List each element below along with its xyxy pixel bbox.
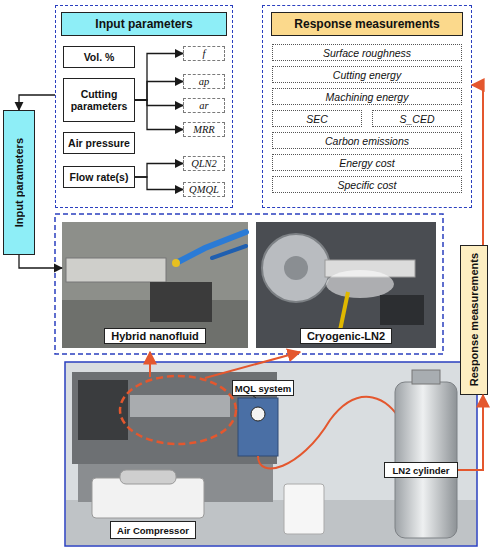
box-label: Response measurements	[468, 253, 480, 386]
box-label: Vol. %	[84, 51, 115, 63]
group-heading: Response measurements	[271, 12, 463, 36]
box-label: MQL system	[235, 383, 291, 394]
zone-arrow	[149, 352, 151, 377]
parameter-box: Vol. %	[63, 46, 135, 68]
connector-arrow	[19, 95, 55, 110]
box-label: Energy cost	[339, 157, 394, 169]
box-label: LN2 cylinder	[392, 465, 449, 476]
photo-panel: Cryogenic-LN2	[256, 222, 436, 348]
bucket	[284, 484, 324, 534]
response-box: Machining energy	[272, 88, 462, 105]
mql-nozzle	[178, 232, 246, 262]
box-label: QMQL	[189, 184, 219, 195]
photo-caption: Hybrid nanofluid	[104, 328, 205, 344]
connector-arrow	[135, 177, 183, 190]
box-label: Input parameters	[13, 138, 25, 227]
box-label: ar	[199, 100, 208, 111]
variable-box: ap	[183, 74, 225, 89]
ln2-cylinder	[395, 382, 457, 538]
box-label: Specific cost	[338, 179, 397, 191]
zone-arrow	[205, 352, 300, 378]
workpiece	[66, 258, 166, 282]
box-label: Air Compressor	[117, 525, 189, 536]
box-label: QLN2	[191, 158, 217, 169]
photo-background	[256, 222, 436, 348]
parameter-group: Vol. % Cutting parametersAir pressureFlow…	[55, 5, 233, 208]
box-label: f	[203, 48, 206, 59]
box-label: SEC	[306, 113, 328, 125]
connector-arrow	[458, 395, 483, 470]
group-heading: Input parameters	[61, 12, 227, 36]
connector-arrow	[19, 255, 62, 268]
lathe-chuck	[262, 234, 330, 302]
response-box: Carbon emissions	[272, 132, 462, 149]
setup-photo	[65, 362, 477, 546]
box-label: Cutting energy	[333, 69, 401, 81]
box-label: Surface roughness	[323, 47, 411, 59]
response-box: Energy cost	[272, 154, 462, 171]
parameter-box: Flow rate(s)	[63, 166, 135, 188]
box-label: MRR	[193, 124, 215, 135]
box-label: Cutting parameters	[64, 88, 134, 112]
response-box: Surface roughness	[272, 44, 462, 61]
connector-arrow	[135, 82, 183, 101]
vertical-label-box: Input parameters	[3, 110, 35, 255]
tool-post	[380, 295, 424, 325]
connector-arrow	[472, 85, 483, 245]
box-label: Air pressure	[68, 137, 130, 149]
box-label: Carbon emissions	[325, 135, 409, 147]
parameter-box: Air pressure	[63, 132, 135, 154]
response-box: Cutting energy	[272, 66, 462, 83]
cutting-zone-highlight	[120, 376, 236, 444]
response-box: SEC	[272, 110, 362, 127]
lathe-bed	[130, 395, 230, 417]
tool-holder	[150, 282, 212, 322]
photo-group-frame	[55, 214, 443, 354]
connector-arrow	[135, 100, 183, 106]
variable-box: f	[183, 46, 225, 61]
photo-background	[62, 222, 248, 348]
equipment-tag: LN2 cylinder	[384, 462, 458, 478]
mql-hose	[212, 246, 246, 258]
parameter-box: Cutting parameters	[63, 78, 135, 122]
connector-arrow	[135, 100, 183, 130]
equipment-tag: Air Compressor	[110, 521, 196, 539]
variable-box: MRR	[183, 122, 225, 137]
box-label: Flow rate(s)	[70, 171, 129, 183]
mql-unit	[238, 398, 278, 456]
equipment-tag: MQL system	[232, 380, 294, 396]
response-box: S_CED	[372, 110, 462, 127]
connector-arrow	[135, 54, 183, 101]
box-label: Machining energy	[326, 91, 409, 103]
box-label: ap	[199, 76, 210, 87]
box-label: S_CED	[399, 113, 434, 125]
ln2-vapour	[326, 270, 394, 298]
supply-hose	[258, 397, 400, 469]
photo-panel: Hybrid nanofluid	[62, 222, 248, 348]
response-group: Surface roughnessCutting energyMachining…	[262, 5, 472, 208]
response-box: Specific cost	[272, 176, 462, 193]
variable-box: ar	[183, 98, 225, 113]
nozzle-tip	[172, 259, 180, 267]
variable-box: QLN2	[183, 156, 225, 171]
variable-box: QMQL	[183, 182, 225, 197]
chuck-center	[284, 256, 308, 280]
connector-arrow	[135, 164, 183, 178]
compressor-motor	[120, 470, 176, 484]
vertical-label-box: Response measurements	[460, 245, 488, 395]
photo-caption: Cryogenic-LN2	[300, 328, 392, 344]
cylinder-valve	[412, 370, 440, 384]
pressure-gauge	[251, 407, 265, 421]
